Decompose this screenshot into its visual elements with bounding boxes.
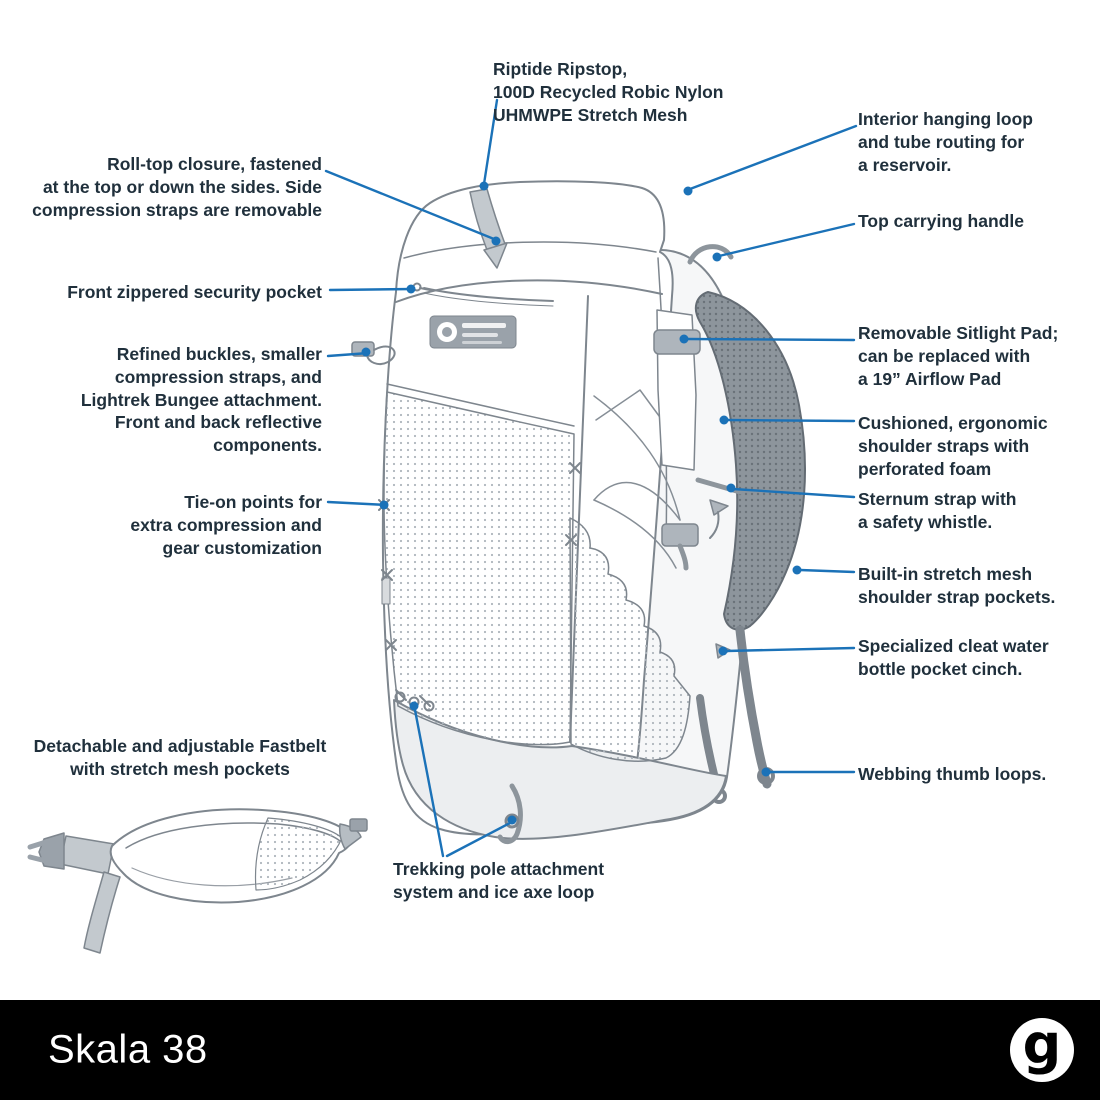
callout-fabric: Riptide Ripstop, 100D Recycled Robic Nyl…	[493, 59, 724, 125]
callout-buckles: Refined buckles, smaller compression str…	[80, 344, 322, 455]
sitlight-buckle	[653, 329, 701, 355]
bottom-panel	[393, 699, 727, 840]
rolltop-strap-tip	[483, 242, 508, 269]
callout-lines	[324, 98, 858, 858]
product-title: Skala 38	[48, 1027, 208, 1072]
callout-top-handle: Top carrying handle	[858, 211, 1024, 231]
line-front-pocket	[328, 287, 415, 292]
hipbelt-buckle	[27, 832, 65, 870]
callout-fastbelt: Detachable and adjustable Fastbelt with …	[33, 736, 327, 779]
line-mesh-pockets	[798, 568, 856, 574]
front-mesh-pocket	[383, 391, 575, 746]
line-top-handle	[717, 222, 856, 258]
line-sternum	[731, 487, 856, 499]
line-roll-top	[324, 169, 496, 241]
front-zipper	[412, 282, 554, 307]
callout-thumb-loops: Webbing thumb loops.	[858, 764, 1047, 784]
callout-trekking: Trekking pole attachment system and ice …	[393, 859, 605, 902]
line-sitlight	[685, 337, 856, 342]
line-tie-on	[326, 500, 389, 507]
callout-dots	[361, 181, 802, 825]
reflective-tag	[381, 577, 391, 605]
bungee-cords	[593, 389, 681, 569]
callout-front-pocket: Front zippered security pocket	[67, 282, 322, 302]
hipbelt-mesh-pocket	[254, 817, 343, 891]
hipbelt-dangling-strap	[83, 871, 121, 954]
callout-sitlight: Removable Sitlight Pad; can be replaced …	[858, 323, 1059, 389]
line-shoulder-straps	[725, 418, 856, 423]
callout-cleat: Specialized cleat water bottle pocket ci…	[858, 636, 1049, 679]
strap-tail	[677, 543, 689, 571]
line-fabric	[482, 98, 499, 186]
line-trekking-1	[413, 708, 445, 858]
callout-sternum: Sternum strap with a safety whistle.	[858, 489, 1017, 532]
side-bottle-pocket	[569, 517, 691, 762]
callout-mesh-pockets: Built-in stretch mesh shoulder strap poc…	[858, 564, 1056, 607]
hipbelt-left-webbing	[59, 835, 115, 875]
hipbelt-slider	[349, 818, 368, 832]
backpack-illustration	[351, 180, 807, 844]
trekking-pole-strap	[497, 783, 523, 844]
strap-webbing	[735, 625, 772, 789]
tie-on-points	[378, 462, 581, 651]
line-interior-loop	[688, 124, 858, 191]
callout-roll-top: Roll-top closure, fastened at the top or…	[32, 154, 322, 220]
brand-patch	[429, 315, 517, 349]
brand-logo-icon: g	[1010, 1018, 1074, 1082]
callout-shoulder-straps: Cushioned, ergonomic shoulder straps wit…	[858, 413, 1048, 479]
callout-tie-on: Tie-on points for extra compression and …	[130, 492, 322, 558]
line-cleat	[724, 646, 856, 653]
footer-bar: Skala 38 g	[0, 1000, 1100, 1100]
ladderlock	[661, 523, 699, 547]
rolltop-contour	[403, 241, 657, 259]
hipbelt-illustration	[27, 808, 368, 954]
brand-logo-letter: g	[1022, 1018, 1062, 1076]
line-trekking-2	[445, 821, 512, 858]
mesh-rim-line	[386, 383, 575, 427]
rolltop-base-line	[395, 279, 663, 303]
callout-interior-loop: Interior hanging loop and tube routing f…	[858, 109, 1033, 175]
